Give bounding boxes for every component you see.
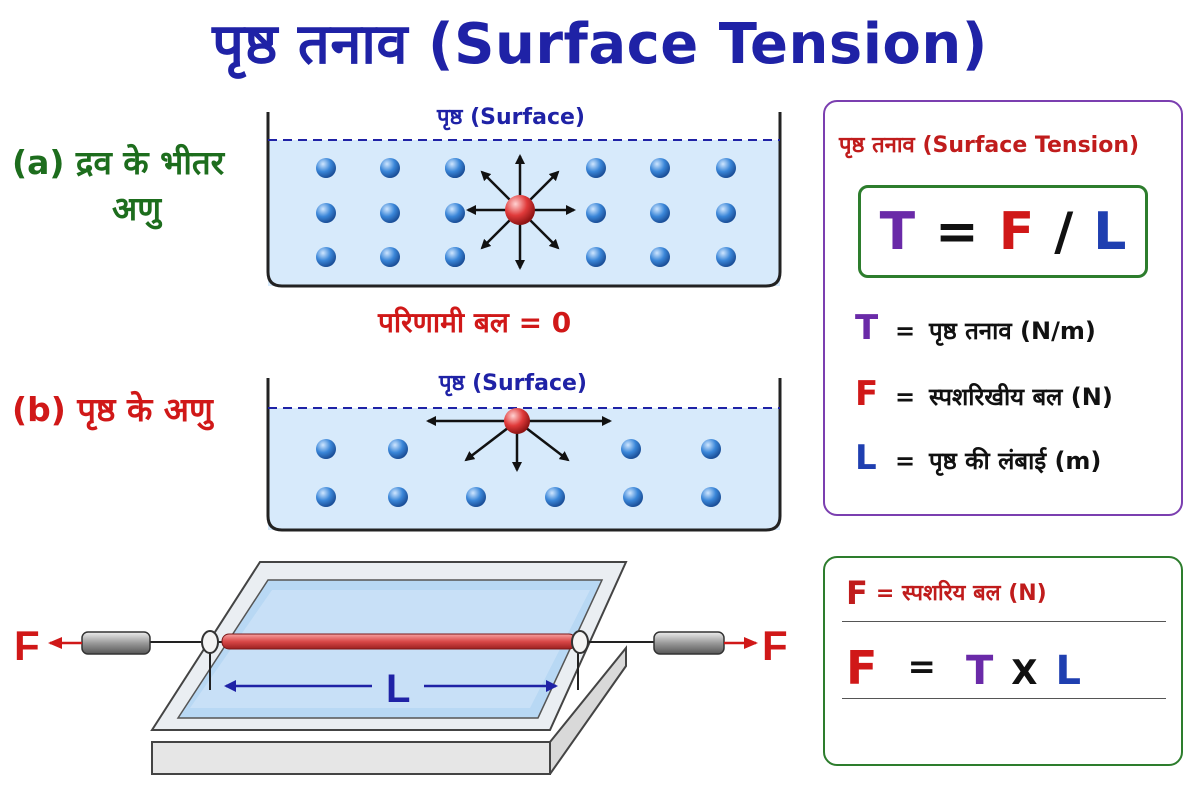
part-b-label: (b) पृष्ठ के अणु bbox=[12, 390, 213, 429]
formula-panel-title: पृष्ठ तनाव (Surface Tension) bbox=[839, 133, 1140, 158]
force-definition: F = स्पशरिय बल (N) bbox=[846, 574, 1047, 612]
eq-t: T bbox=[965, 648, 994, 694]
definition-l: L = पृष्ठ की लंबाई (m) bbox=[855, 438, 1101, 478]
molecule-icon bbox=[466, 487, 486, 507]
molecule-icon bbox=[716, 158, 736, 178]
eq-f: F bbox=[846, 641, 878, 695]
molecule-icon bbox=[316, 158, 336, 178]
container-a bbox=[266, 112, 782, 288]
definition-symbol: T bbox=[855, 308, 879, 348]
formula-l: L bbox=[1093, 201, 1127, 262]
molecule-icon bbox=[623, 487, 643, 507]
surface-label-b: पृष्ठ (Surface) bbox=[439, 371, 587, 396]
molecule-icon bbox=[380, 158, 400, 178]
formula-t: T bbox=[879, 201, 916, 262]
page-title: पृष्ठ तनाव (Surface Tension) bbox=[212, 12, 988, 77]
definition-t: T = पृष्ठ तनाव (N/m) bbox=[855, 308, 1096, 348]
molecule-icon bbox=[545, 487, 565, 507]
definition-text: पृष्ठ की लंबाई (m) bbox=[929, 447, 1102, 475]
definition-symbol: F bbox=[855, 374, 879, 414]
divider bbox=[842, 698, 1166, 699]
eq-times: X bbox=[1011, 653, 1038, 693]
molecule-icon bbox=[316, 439, 336, 459]
molecule-icon bbox=[716, 247, 736, 267]
molecule-icon bbox=[380, 203, 400, 223]
molecule-icon bbox=[445, 203, 465, 223]
molecule-icon bbox=[621, 439, 641, 459]
divider bbox=[842, 621, 1166, 622]
part-a-label-line2: अणु bbox=[112, 189, 162, 228]
container-b bbox=[266, 378, 782, 532]
definition-text: स्पशरिखीय बल (N) bbox=[929, 383, 1113, 411]
molecule-icon bbox=[316, 247, 336, 267]
formula-f: F bbox=[998, 201, 1035, 262]
definition-eq: = bbox=[895, 447, 916, 475]
definition-eq: = bbox=[895, 317, 916, 345]
formula-panel bbox=[823, 100, 1183, 516]
net-force-label: परिणामी बल = 0 bbox=[378, 306, 572, 339]
molecule-icon bbox=[445, 247, 465, 267]
eq-l: L bbox=[1055, 648, 1082, 694]
molecule-icon bbox=[650, 158, 670, 178]
definition-f: F = स्पशरिखीय बल (N) bbox=[855, 374, 1113, 414]
definition-eq: = bbox=[895, 383, 916, 411]
definition-symbol: L bbox=[855, 438, 877, 478]
molecule-icon bbox=[388, 439, 408, 459]
force-definition-text: = स्पशरिय बल (N) bbox=[875, 581, 1047, 606]
force-definition-symbol: F bbox=[846, 574, 868, 612]
main-formula: T = F / L bbox=[858, 185, 1148, 278]
molecule-icon bbox=[650, 203, 670, 223]
molecule-icon bbox=[650, 247, 670, 267]
molecule-icon bbox=[380, 247, 400, 267]
molecule-icon bbox=[445, 158, 465, 178]
molecule-icon bbox=[586, 158, 606, 178]
formula-slash: / bbox=[1054, 201, 1074, 262]
molecule-icon bbox=[701, 439, 721, 459]
force-right-label: F bbox=[762, 622, 788, 669]
force-equation: F = T X L bbox=[846, 641, 1095, 695]
molecule-icon bbox=[388, 487, 408, 507]
molecule-icon bbox=[586, 203, 606, 223]
center-molecule-a bbox=[505, 195, 535, 225]
part-a-label-line1: (a) द्रव के भीतर bbox=[12, 143, 225, 182]
force-formula-panel bbox=[823, 556, 1183, 766]
wire-frame-apparatus bbox=[48, 561, 758, 775]
force-left-label: F bbox=[14, 622, 40, 669]
surface-label-a: पृष्ठ (Surface) bbox=[437, 105, 585, 130]
formula-eq: = bbox=[935, 201, 979, 262]
molecule-icon bbox=[701, 487, 721, 507]
eq-equals: = bbox=[907, 647, 936, 687]
molecule-icon bbox=[316, 203, 336, 223]
part-a-label: (a) द्रव के भीतर अणु bbox=[12, 140, 252, 232]
length-label: L bbox=[386, 667, 410, 711]
molecule-icon bbox=[316, 487, 336, 507]
molecule-icon bbox=[716, 203, 736, 223]
definition-text: पृष्ठ तनाव (N/m) bbox=[929, 317, 1096, 345]
molecule-icon bbox=[586, 247, 606, 267]
center-molecule-b bbox=[504, 408, 530, 434]
